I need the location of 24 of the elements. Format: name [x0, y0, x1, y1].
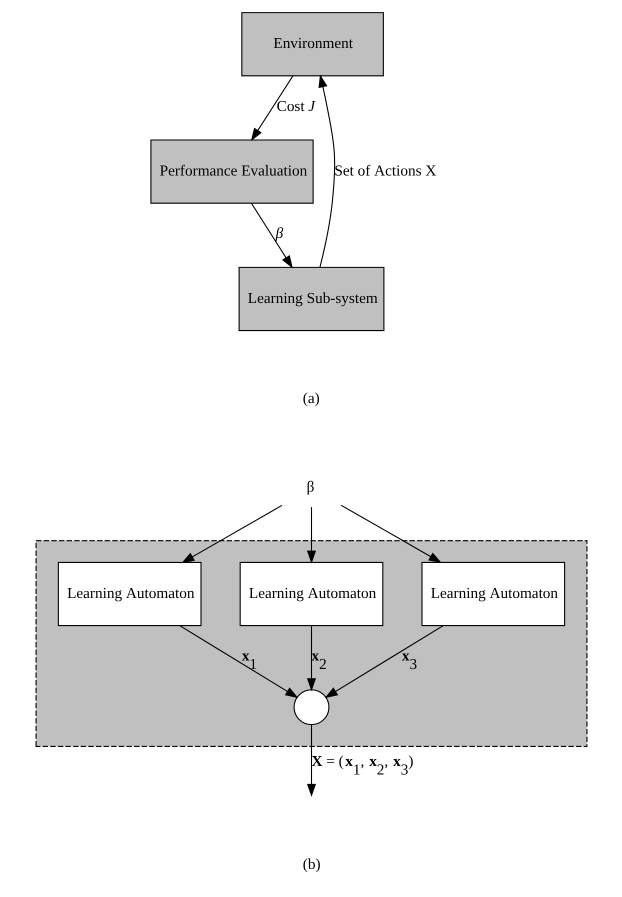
node-box: Performance Evaluation — [150, 139, 314, 204]
arrow — [250, 203, 292, 269]
arrow — [180, 504, 282, 564]
arrow — [324, 625, 443, 698]
edge-label: Set of Actions X — [334, 162, 436, 180]
edge-label: Cost J — [276, 98, 314, 115]
edge-label: β — [275, 225, 283, 242]
node-circle — [293, 689, 329, 726]
arrow — [340, 504, 442, 563]
label: (b) — [302, 856, 320, 873]
arrow — [250, 76, 293, 142]
arrow — [318, 74, 335, 268]
arrow — [306, 724, 316, 797]
arrow — [179, 625, 298, 698]
node-box: Learning Automaton — [420, 562, 565, 626]
node-box: Learning Automaton — [239, 562, 383, 626]
label: (a) — [302, 390, 320, 408]
node-box: Learning Sub-system — [238, 266, 384, 332]
node-box: Environment — [240, 12, 384, 76]
arrow — [306, 626, 316, 692]
node-box: Learning Automaton — [57, 562, 202, 626]
node-text: β — [306, 478, 314, 496]
arrow — [306, 507, 316, 564]
cluster — [35, 540, 587, 747]
